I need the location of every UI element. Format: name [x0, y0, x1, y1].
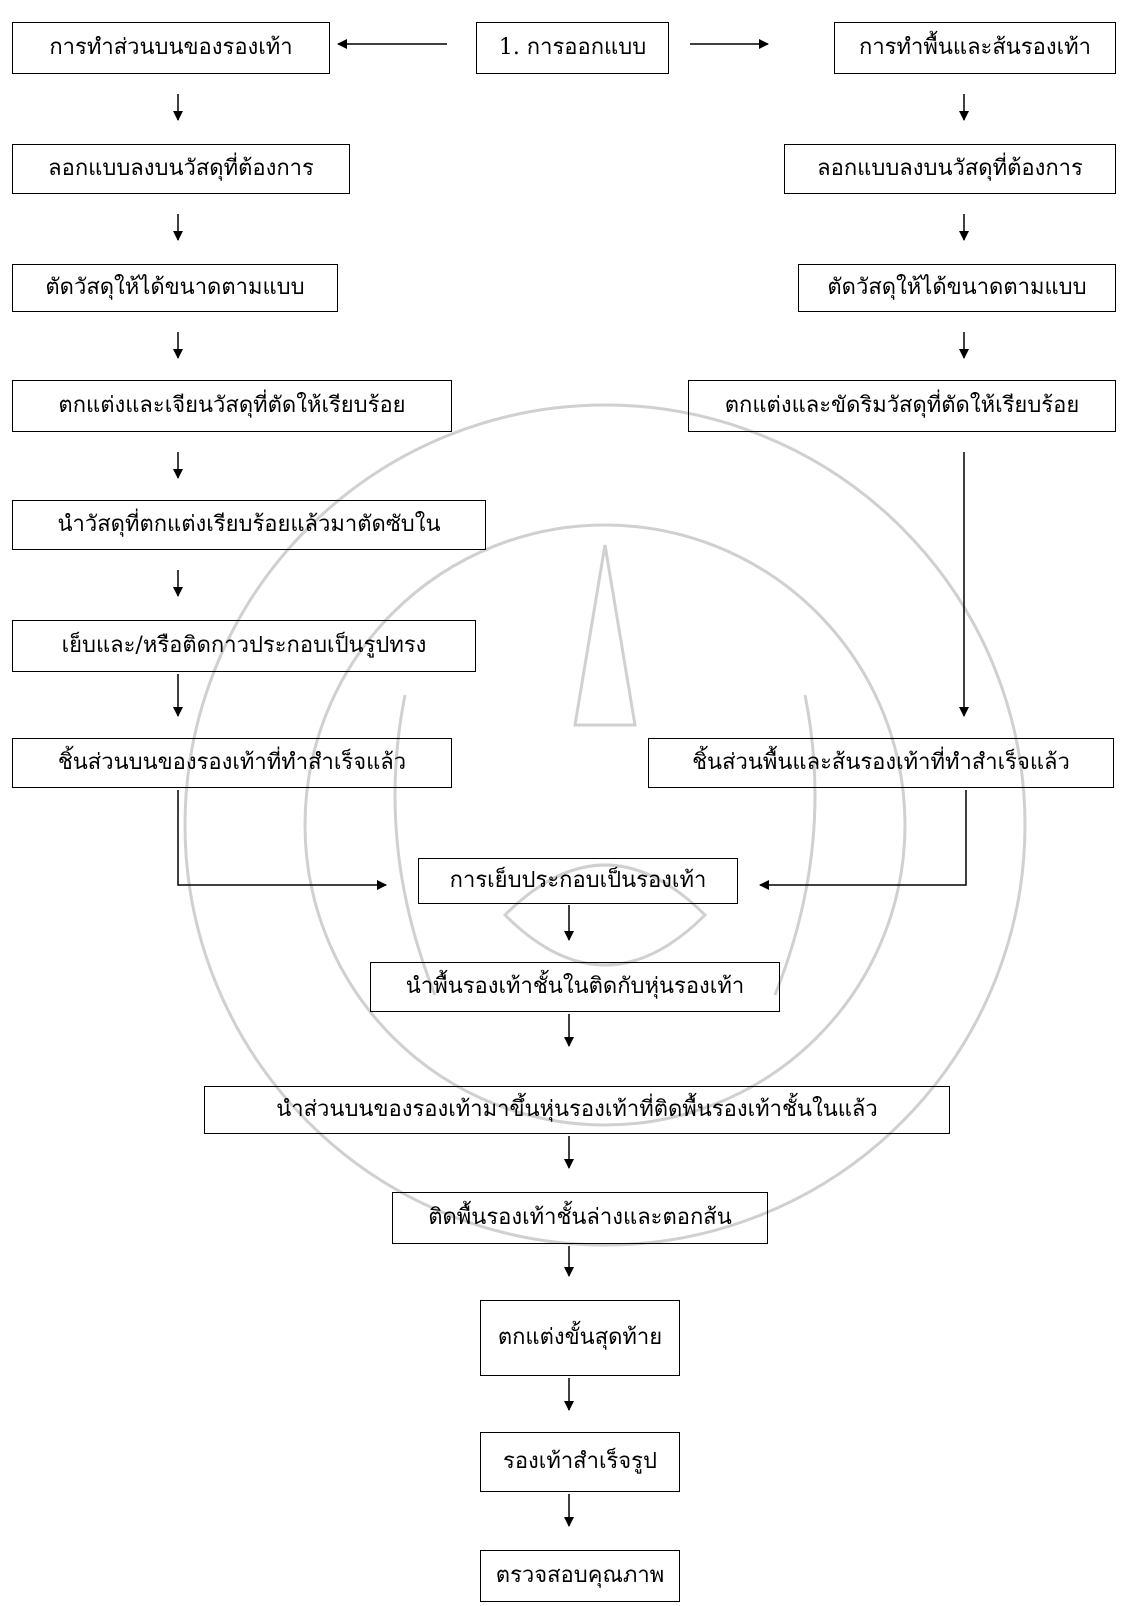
quality-check-step: ตรวจสอบคุณภาพ	[480, 1550, 680, 1602]
upper-step: เย็บและ/หรือติดกาวประกอบเป็นรูปทรง	[12, 620, 476, 672]
assembly-step: นำส่วนบนของรองเท้ามาขึ้นหุ่นรองเท้าที่ติ…	[204, 1086, 950, 1134]
upper-step: การทำส่วนบนของรองเท้า	[12, 22, 330, 74]
assembly-step: รองเท้าสำเร็จรูป	[480, 1432, 680, 1492]
sole-step: ตัดวัสดุให้ได้ขนาดตามแบบ	[798, 264, 1116, 312]
upper-step: นำวัสดุที่ตกแต่งเรียบร้อยแล้วมาตัดซับใน	[12, 500, 486, 550]
sole-step: ลอกแบบลงบนวัสดุที่ต้องการ	[784, 144, 1116, 194]
upper-step: ตกแต่งและเจียนวัสดุที่ตัดให้เรียบร้อย	[12, 380, 452, 432]
sole-step: การทำพื้นและส้นรองเท้า	[834, 22, 1116, 74]
connector-sole-merge	[759, 790, 967, 890]
upper-finished-part: ชิ้นส่วนบนของรองเท้าที่ทำสำเร็จแล้ว	[12, 738, 452, 788]
assembly-step: การเย็บประกอบเป็นรองเท้า	[418, 858, 738, 904]
design-step: 1. การออกแบบ	[476, 22, 669, 74]
upper-step: ลอกแบบลงบนวัสดุที่ต้องการ	[12, 144, 350, 194]
connector-upper-merge	[177, 790, 387, 890]
watermark-emblem	[183, 403, 1027, 1247]
assembly-step: ตกแต่งขั้นสุดท้าย	[480, 1300, 680, 1376]
sole-finished-part: ชิ้นส่วนพื้นและส้นรองเท้าที่ทำสำเร็จแล้ว	[648, 738, 1114, 788]
assembly-step: ติดพื้นรองเท้าชั้นล่างและตอกส้น	[392, 1192, 768, 1244]
upper-step: ตัดวัสดุให้ได้ขนาดตามแบบ	[12, 264, 338, 312]
assembly-step: นำพื้นรองเท้าชั้นในติดกับหุ่นรองเท้า	[370, 962, 780, 1012]
sole-step: ตกแต่งและขัดริมวัสดุที่ตัดให้เรียบร้อย	[688, 380, 1116, 432]
